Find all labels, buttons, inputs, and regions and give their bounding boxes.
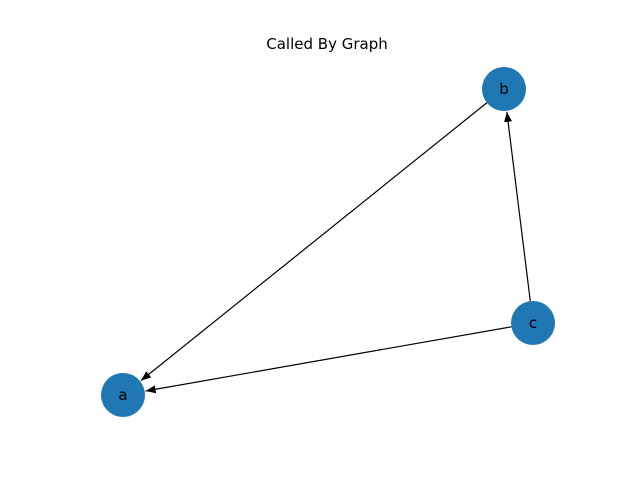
node-c: c xyxy=(511,301,555,345)
edge-c-to-a xyxy=(145,326,512,394)
node-circle-a xyxy=(101,373,145,417)
node-a: a xyxy=(101,373,145,417)
node-circle-c xyxy=(511,301,555,345)
edges-layer xyxy=(140,102,531,394)
graph-title: Called By Graph xyxy=(266,35,387,53)
nodes-layer: a b c xyxy=(101,67,555,417)
edge-b-to-a xyxy=(140,102,488,382)
node-circle-b xyxy=(482,67,526,111)
node-label-a: a xyxy=(118,386,127,404)
node-label-c: c xyxy=(529,314,537,332)
node-label-b: b xyxy=(499,80,509,98)
edge-c-to-b xyxy=(504,111,531,302)
node-b: b xyxy=(482,67,526,111)
